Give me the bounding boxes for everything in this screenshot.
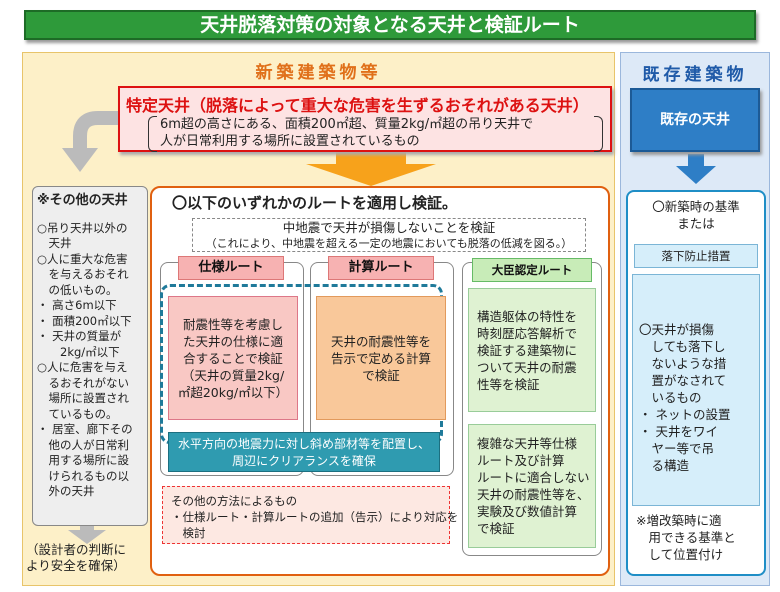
daijin-route-label: 大臣認定ルート (472, 258, 592, 282)
other-ceiling-box: ※その他の天井 ○吊り天井以外の 天井 ○人に重大な危害 を与えるおそれ の低い… (32, 186, 148, 526)
medium-earthquake-note: 中地震で天井が損傷しないことを検証 （これにより、中地震を超える一定の地震におい… (192, 218, 586, 252)
fall-prevention-text: 〇天井が損傷 しても落下し ないような措 置がなされて いるもの ・ ネットの設… (632, 274, 760, 506)
shiyo-route-text: 耐震性等を考慮し た天井の仕様に適 合することで検証 （天井の質量2kg/ ㎡超… (168, 296, 298, 420)
other-item: ・ 高さ6m以下 (37, 298, 117, 312)
shiyo-route-label: 仕様ルート (178, 256, 284, 280)
other-method-box: その他の方法によるもの ・仕様ルート・計算ルートの追加（告示）により対応を 検討 (162, 486, 458, 544)
tokutei-title: 特定天井（脱落によって重大な危害を生ずるおそれがある天井） (126, 96, 589, 115)
daijin-route-text1: 構造躯体の特性を 時刻歴応答解析で 検証する建築物に ついて天井の耐震 性等を検… (468, 288, 596, 412)
arrow-to-other-icon (62, 148, 98, 172)
arrow-to-designer-icon (68, 530, 106, 544)
chushin-line2: （これにより、中地震を超える一定の地震においても脱落の低減を図る。） (205, 237, 573, 250)
tokutei-ceiling-box: 特定天井（脱落によって重大な危害を生ずるおそれがある天井） 6m超の高さにある、… (118, 86, 612, 152)
new-construction-standard: 〇新築時の基準 または (652, 199, 740, 231)
other-item: ○人に危害を与え るおそれがない 場所に設置され ているもの。 (37, 360, 129, 421)
other-item: ・ 面積200㎡以下 (37, 313, 132, 328)
keisan-route-label: 計算ルート (328, 256, 434, 280)
existing-buildings-heading: 既存建築物 (642, 65, 748, 85)
keisan-route-text: 天井の耐震性等を 告示で定める計算 で検証 (316, 296, 446, 420)
tokutei-description: 6m超の高さにある、面積200㎡超、質量2kg/㎡超の吊り天井で 人が日常利用す… (160, 117, 534, 149)
page-title: 天井脱落対策の対象となる天井と検証ルート (24, 10, 756, 40)
renovation-note: ※増改築時に適 用できる基準と して位置付け (636, 513, 736, 562)
fall-prevention-label: 落下防止措置 (634, 244, 758, 268)
existing-ceiling-label: 既存の天井 (630, 88, 760, 152)
other-ceiling-title: ※その他の天井 (37, 193, 128, 208)
routes-heading: 〇以下のいずれかのルートを適用し検証。 (172, 194, 458, 212)
other-item: ・ 天井の質量が 2kg/㎡以下 (37, 329, 122, 359)
clearance-note: 水平方向の地震力に対し斜め部材等を配置し、 周辺にクリアランスを確保 (168, 432, 440, 472)
designer-judgement: （設計者の判断に より安全を確保） (26, 542, 127, 573)
arrow-to-existing-icon (676, 166, 716, 184)
right-bracket (594, 116, 603, 152)
daijin-route-text2: 複雑な天井等仕様 ルート及び計算 ルートに適合しない 天井の耐震性等を、 実験及… (468, 424, 596, 548)
arrow-to-routes-icon (306, 164, 436, 186)
other-item: ・ 居室、廊下その 他の人が日常利 用する場所に設 けられるもの以 外の天井 (37, 422, 133, 498)
other-item: ○吊り天井以外の 天井 (37, 220, 128, 251)
chushin-line1: 中地震で天井が損傷しないことを検証 (282, 220, 496, 235)
left-bracket (148, 116, 157, 152)
new-buildings-heading: 新築建築物等 (255, 63, 382, 83)
other-item: ○人に重大な危害 を与えるおそれ の低いもの。 (37, 251, 129, 297)
